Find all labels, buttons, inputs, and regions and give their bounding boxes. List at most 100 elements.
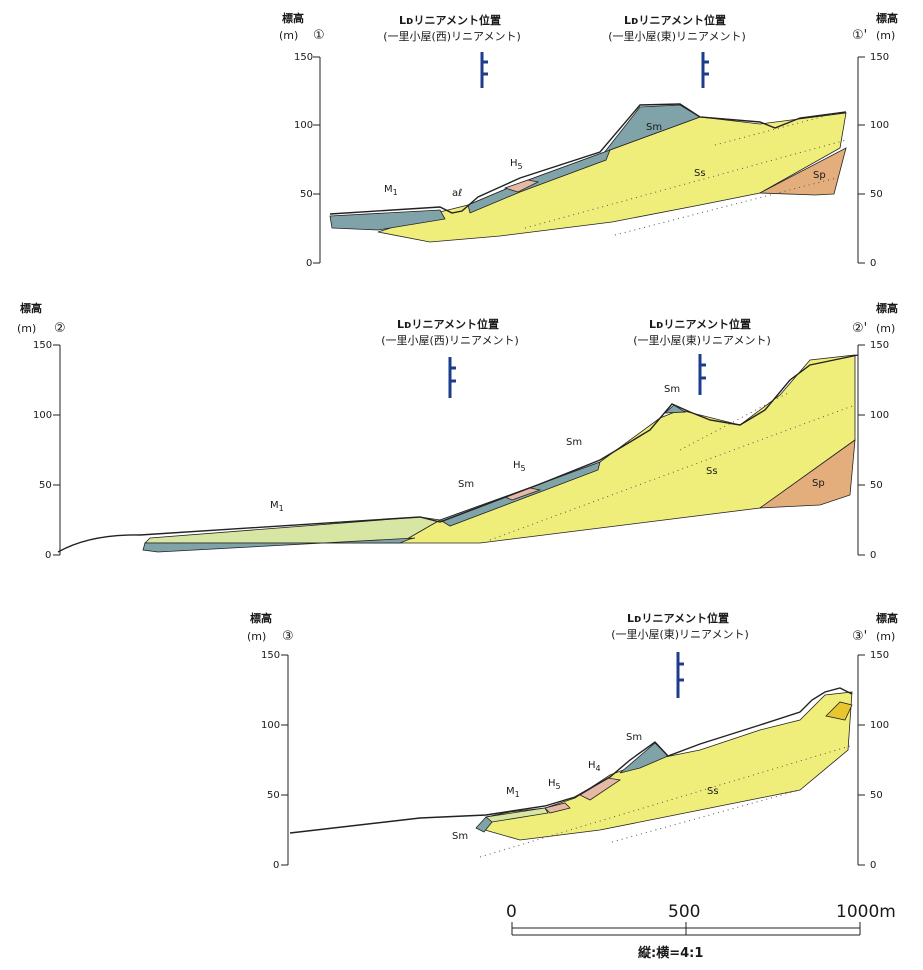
s3-ground-surface [289,687,853,834]
s2-axis-unit-left: (m) [17,322,37,335]
s3-tick-right-100: 100 [870,720,890,731]
s1-lineament-west-label-1: Lᴅリニアメント位置 [399,14,501,27]
s2-bedding-line [679,391,791,451]
s2-left-axis [53,344,61,556]
section-1 [313,52,865,264]
s3-lineament-east-marker [676,652,684,698]
s3-tick-left-150: 150 [261,650,281,661]
s1-label-al: aℓ [452,188,463,199]
s3-sm-low-unit [475,816,493,833]
s2-axis-title-right: 標高 [876,302,898,315]
s1-axis-title-right: 標高 [876,12,898,25]
s2-axis-unit-right: (m) [876,322,896,335]
scale-bar-line [511,922,861,936]
s3-label-ss: Ss [707,786,719,797]
s1-tick-left-50: 50 [300,189,313,200]
s2-label-ss: Ss [706,466,718,477]
s1-label-h5: H5 [510,158,523,171]
scale-zero: 0 [506,902,517,922]
s2-label-sm-low: Sm [458,479,475,490]
section-3 [281,652,865,866]
s1-tick-right-100: 100 [870,120,890,131]
s1-label-sp: Sp [813,170,826,181]
s2-sm-base [142,537,416,553]
s3-label-m1: M1 [506,786,520,799]
s3-tick-left-100: 100 [261,720,281,731]
s3-left-axis [281,654,289,866]
s3-axis-title-right: 標高 [876,612,898,625]
s1-ground-surface [329,103,847,215]
s3-tick-right-50: 50 [870,790,883,801]
s1-label-sm: Sm [646,122,663,133]
s1-tick-right-150: 150 [870,52,890,63]
s2-lineament-west-label-1: Lᴅリニアメント位置 [397,318,499,331]
s2-lineament-west-marker [448,357,456,398]
s1-lineament-west-label-2: (一里小屋(西)リニアメント) [383,30,521,43]
s2-label-sm-top: Sm [664,384,681,395]
s1-lineament-east-label-2: (一里小屋(東)リニアメント) [608,30,746,43]
s1-tick-left-0: 0 [306,258,313,269]
s2-label-sp: Sp [812,478,825,489]
s3-right-axis [857,654,865,866]
scale-end: 1000m [836,902,896,922]
scale-ratio: 縦:横=4:1 [638,946,704,961]
s1-lineament-east-label-1: Lᴅリニアメント位置 [624,14,726,27]
s3-ss-unit [477,691,853,841]
s3-tick-right-150: 150 [870,650,890,661]
s2-right-mark: ②' [852,321,868,336]
s2-label-h5: H5 [513,460,526,473]
s2-sm-top-unit [663,404,687,414]
s1-bedding-line [524,139,847,229]
section-2 [53,344,865,556]
s2-tick-right-150: 150 [870,340,890,351]
s1-lineament-east-marker [701,52,709,88]
s3-left-mark: ③ [282,629,294,644]
s3-right-mark: ③' [852,629,868,644]
s1-axis-unit-right: (m) [876,29,896,42]
s3-tick-right-0: 0 [870,860,877,871]
s3-lineament-east-label-2: (一里小屋(東)リニアメント) [611,628,749,641]
s1-tick-left-150: 150 [294,52,314,63]
s2-tick-right-50: 50 [870,480,883,491]
s1-right-axis [857,56,865,264]
s3-lineament-east-label-1: Lᴅリニアメント位置 [627,612,729,625]
s1-axis-title-left: 標高 [282,12,304,25]
s2-left-mark: ② [54,321,66,336]
s2-label-m1: M1 [270,500,284,513]
s1-label-ss: Ss [694,168,706,179]
s2-sp-unit [758,439,856,509]
scale-mid: 500 [668,902,701,922]
s3-axis-unit-right: (m) [876,630,896,643]
s2-tick-left-100: 100 [33,410,53,421]
s1-left-mark: ① [313,28,325,43]
s3-label-h5: H5 [548,778,561,791]
s2-axis-title-left: 標高 [20,302,42,315]
s1-tick-right-0: 0 [870,258,877,269]
s1-ss-unit [377,112,847,243]
s2-label-sm-mid: Sm [566,437,583,448]
s1-axis-unit-left: (m) [279,29,299,42]
s1-label-m1: M1 [384,184,398,197]
s3-gravel-lens [825,701,853,721]
s1-sp-unit [758,147,847,196]
s2-ground-surface [57,354,859,553]
s3-tick-left-50: 50 [267,790,280,801]
s2-lineament-east-label-2: (一里小屋(東)リニアメント) [633,334,771,347]
s3-label-sm-low: Sm [452,831,469,842]
s1-h5-unit [503,179,540,193]
s1-tick-right-50: 50 [870,189,883,200]
s1-lineament-west-marker [480,52,488,88]
s2-lineament-east-marker [698,354,706,395]
s2-right-axis [857,344,865,556]
s2-lineament-east-label-1: Lᴅリニアメント位置 [649,318,751,331]
s2-tick-right-0: 0 [870,550,877,561]
scale-bar [511,922,861,936]
s2-tick-left-50: 50 [39,480,52,491]
s3-axis-title-left: 標高 [250,612,272,625]
s2-lineament-west-label-2: (一里小屋(西)リニアメント) [381,334,519,347]
s3-axis-unit-left: (m) [247,630,267,643]
s2-tick-right-100: 100 [870,410,890,421]
s1-right-mark: ①' [852,28,868,43]
